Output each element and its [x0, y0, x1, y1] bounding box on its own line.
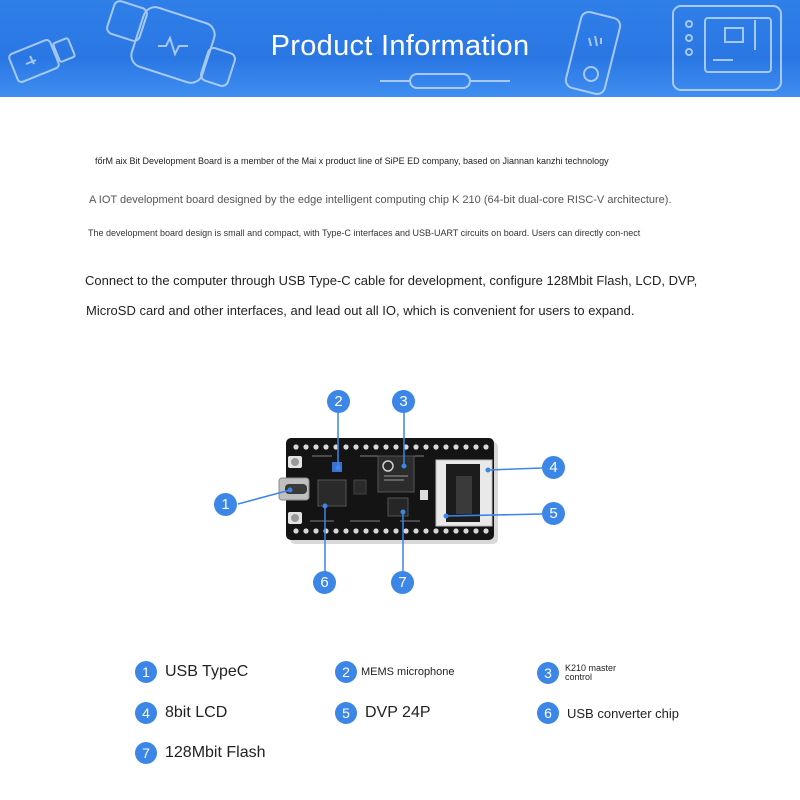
- callout-2: 2: [327, 390, 350, 413]
- legend-label: USB converter chip: [567, 705, 679, 721]
- legend-number: 3: [537, 662, 559, 684]
- legend-number: 2: [335, 661, 357, 683]
- legend-item-dvp-24p: 5 DVP 24P: [335, 702, 431, 724]
- legend-label: K210 master control: [565, 663, 617, 682]
- page-title: Product Information: [270, 30, 530, 62]
- legend-number: 6: [537, 702, 559, 724]
- legend-label: DVP 24P: [365, 704, 431, 721]
- legend-label: USB TypeC: [165, 663, 249, 680]
- cable-icon: [380, 73, 510, 89]
- intro-line-5: MicroSD card and other interfaces, and l…: [86, 303, 635, 318]
- callout-5: 5: [542, 502, 565, 525]
- legend-item-usb-typec: 1 USB TypeC: [135, 661, 248, 683]
- intro-line-4: Connect to the computer through USB Type…: [85, 273, 698, 288]
- smartwatch-icon: [106, 0, 237, 87]
- legend-item-k210-master-control: 3 K210 master control: [537, 662, 635, 684]
- legend-item-mems-microphone: 2 MEMS microphone: [335, 661, 455, 683]
- intro-line-3: The development board design is small an…: [88, 228, 641, 238]
- callout-4: 4: [542, 456, 565, 479]
- legend-item-128mbit-flash: 7 128Mbit Flash: [135, 742, 266, 764]
- legend-number: 1: [135, 661, 157, 683]
- legend-number: 5: [335, 702, 357, 724]
- header-banner: Product Information: [0, 0, 800, 97]
- callout-6: 6: [313, 571, 336, 594]
- legend-label: 8bit LCD: [165, 704, 228, 721]
- legend-number: 7: [135, 742, 157, 764]
- intro-line-2: A IOT development board designed by the …: [89, 194, 672, 206]
- callout-3: 3: [392, 390, 415, 413]
- legend-number: 4: [135, 702, 157, 724]
- callout-7: 7: [391, 571, 414, 594]
- legend-label: MEMS microphone: [361, 666, 455, 678]
- legend-item-usb-converter-chip: 6 USB converter chip: [537, 702, 679, 724]
- callout-1: 1: [214, 493, 237, 516]
- dev-board-image: [237, 411, 543, 572]
- phone-icon: [564, 11, 622, 95]
- board-diagram: 1 2 3 4 5 6 7: [0, 380, 800, 600]
- intro-line-1: fốrM aix Bit Development Board is a memb…: [95, 156, 609, 166]
- legend-label: 128Mbit Flash: [165, 744, 266, 761]
- legend-item-8bit-lcd: 4 8bit LCD: [135, 702, 227, 724]
- tablet-icon: [672, 5, 782, 91]
- usb-drive-icon: [8, 37, 76, 83]
